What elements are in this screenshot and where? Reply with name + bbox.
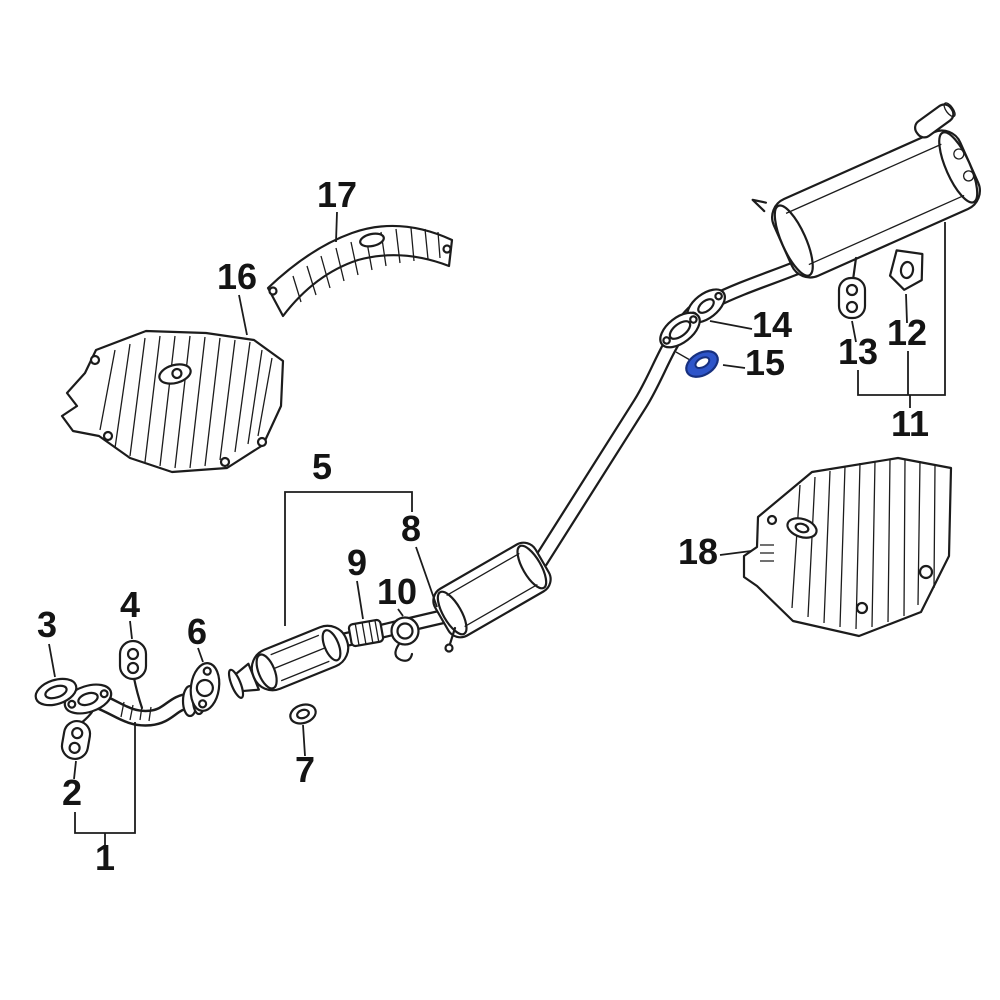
hanger-insulator-15-highlighted [675, 350, 719, 378]
callout-label-2: 2 [62, 772, 82, 813]
callout-labels: 1 2 3 4 5 6 7 8 9 10 11 12 13 14 15 16 1… [37, 174, 929, 878]
muffler-inlet-pipe [708, 257, 809, 309]
heat-shield-17 [266, 224, 454, 318]
rear-muffler [751, 102, 981, 282]
callout-label-15: 15 [745, 342, 785, 383]
callout-label-12: 12 [887, 312, 927, 353]
callout-label-17: 17 [317, 174, 357, 215]
callout-label-13: 13 [838, 331, 878, 372]
callout-label-6: 6 [187, 611, 207, 652]
center-muffler [432, 541, 552, 653]
flange-gasket-14 [659, 311, 701, 349]
bracket-5 [284, 491, 413, 626]
callout-label-11: 11 [891, 403, 929, 444]
heat-shield-16 [60, 329, 285, 474]
callout-label-10: 10 [377, 571, 417, 612]
ring-gasket-7 [289, 703, 317, 725]
catalytic-converter [227, 624, 350, 699]
callout-label-1: 1 [95, 837, 115, 878]
flange-gasket-6 [189, 662, 221, 712]
highlight-ring-hole [694, 356, 711, 370]
bracket-11 [857, 222, 946, 408]
callout-label-16: 16 [217, 256, 257, 297]
callout-label-14: 14 [752, 304, 792, 345]
callout-label-9: 9 [347, 542, 367, 583]
flange-gasket-3 [34, 677, 78, 707]
rubber-hanger-4 [118, 639, 148, 681]
tailpipe [914, 102, 956, 139]
hanger-bracket-12 [888, 249, 924, 291]
callout-label-7: 7 [295, 749, 315, 790]
heat-shield-18 [742, 456, 953, 638]
pipe-sleeve-9 [347, 618, 385, 648]
callout-label-18: 18 [678, 531, 718, 572]
callout-label-4: 4 [120, 584, 140, 625]
leader-lines [48, 211, 908, 780]
callout-label-3: 3 [37, 604, 57, 645]
callout-label-5: 5 [312, 446, 332, 487]
rubber-hanger-13 [837, 276, 867, 320]
intermediate-pipe [533, 306, 700, 567]
rubber-hanger-2 [60, 719, 92, 761]
pipe-clamp-10 [390, 616, 420, 662]
bracket-1 [74, 722, 136, 845]
callout-label-8: 8 [401, 508, 421, 549]
